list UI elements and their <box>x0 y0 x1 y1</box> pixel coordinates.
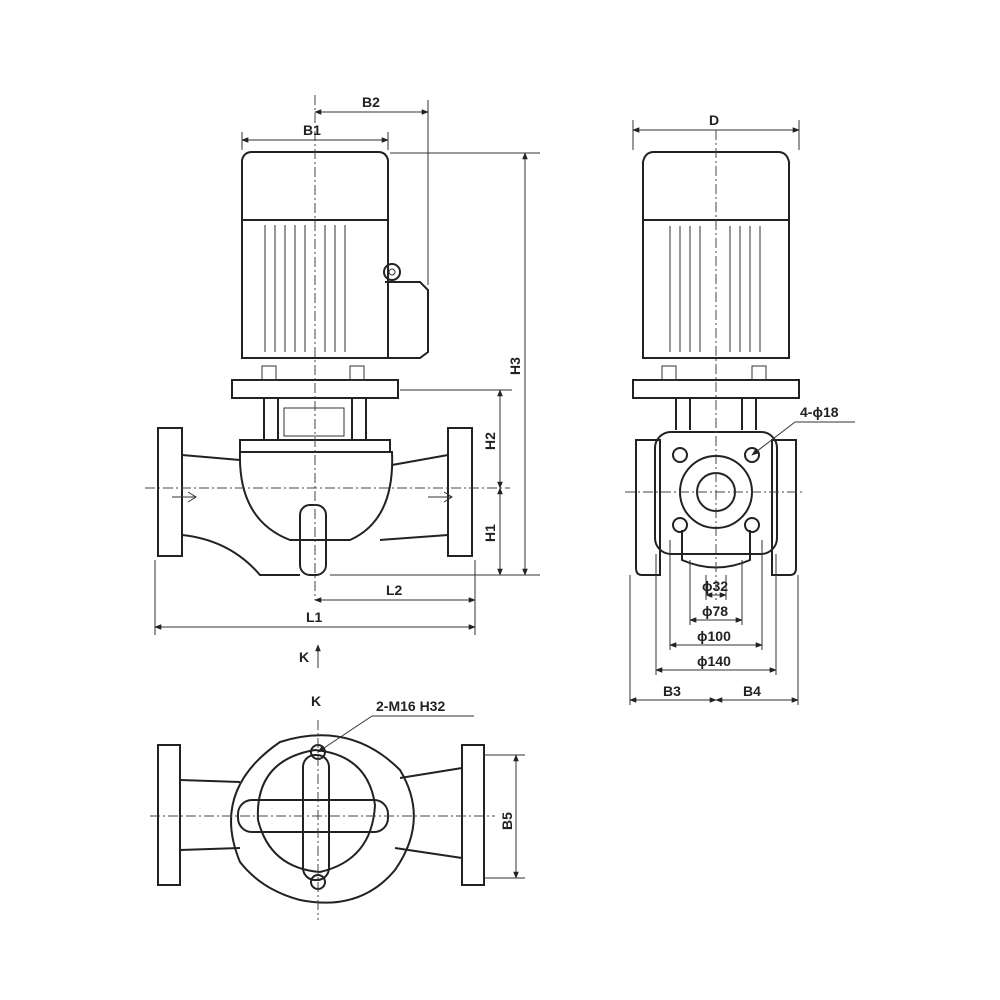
label-thread: 2-M16 H32 <box>376 698 445 714</box>
top-inlet-pipe <box>179 779 241 851</box>
label-b2: B2 <box>362 94 380 110</box>
motor-body <box>241 219 389 359</box>
top-view <box>150 720 495 920</box>
side-left-block <box>635 439 661 576</box>
motor-cooling-fins <box>264 225 346 352</box>
outlet-flow-arrow-icon <box>428 491 453 503</box>
top-volute-outer <box>230 734 415 904</box>
side-motor-fan-cover <box>642 151 790 221</box>
front-view <box>145 95 510 600</box>
outlet-flange <box>447 427 473 557</box>
label-b5: B5 <box>499 812 515 830</box>
flange-bolt-holes <box>672 447 760 533</box>
label-l1: L1 <box>306 609 323 625</box>
top-view-dimensions <box>317 715 525 879</box>
label-d100: ϕ100 <box>697 628 731 644</box>
label-bolt-holes: 4-ϕ18 <box>800 404 839 420</box>
side-motor-fins <box>669 226 761 352</box>
inlet-flange <box>157 427 183 557</box>
inlet-flow-arrow-icon <box>172 491 197 503</box>
side-view-dimensions <box>629 120 855 705</box>
label-h1: H1 <box>482 524 498 542</box>
drain-plug <box>299 504 327 576</box>
top-volute-inner <box>256 748 377 874</box>
top-cross-bracket <box>237 754 389 881</box>
label-d140: ϕ140 <box>697 653 731 669</box>
top-inlet-flange <box>157 744 181 886</box>
side-motor-flange <box>632 379 800 399</box>
terminal-box <box>385 281 429 359</box>
label-h3: H3 <box>507 357 523 375</box>
label-b4: B4 <box>743 683 761 699</box>
dimension-labels: B1 B2 H3 H2 H1 L2 L1 K D 4-ϕ18 ϕ32 ϕ78 ϕ… <box>299 94 839 830</box>
outlet-pipe <box>379 454 449 541</box>
label-d: D <box>709 112 719 128</box>
side-right-block <box>771 439 797 576</box>
label-k-top: K <box>311 693 321 709</box>
coupling <box>283 407 345 437</box>
label-h2: H2 <box>482 432 498 450</box>
front-view-dimensions <box>154 100 540 668</box>
lifting-eye <box>383 263 401 281</box>
label-d78: ϕ78 <box>702 603 728 619</box>
side-bracket <box>675 398 757 430</box>
side-view <box>625 130 805 600</box>
pump-casing <box>238 451 394 541</box>
label-b3: B3 <box>663 683 681 699</box>
label-b1: B1 <box>303 122 321 138</box>
label-k-arrow: K <box>299 649 309 665</box>
top-outlet-flange <box>461 744 485 886</box>
label-l2: L2 <box>386 582 403 598</box>
inlet-pipe <box>181 454 300 576</box>
motor-fan-cover <box>241 151 389 221</box>
label-d32: ϕ32 <box>702 578 728 594</box>
